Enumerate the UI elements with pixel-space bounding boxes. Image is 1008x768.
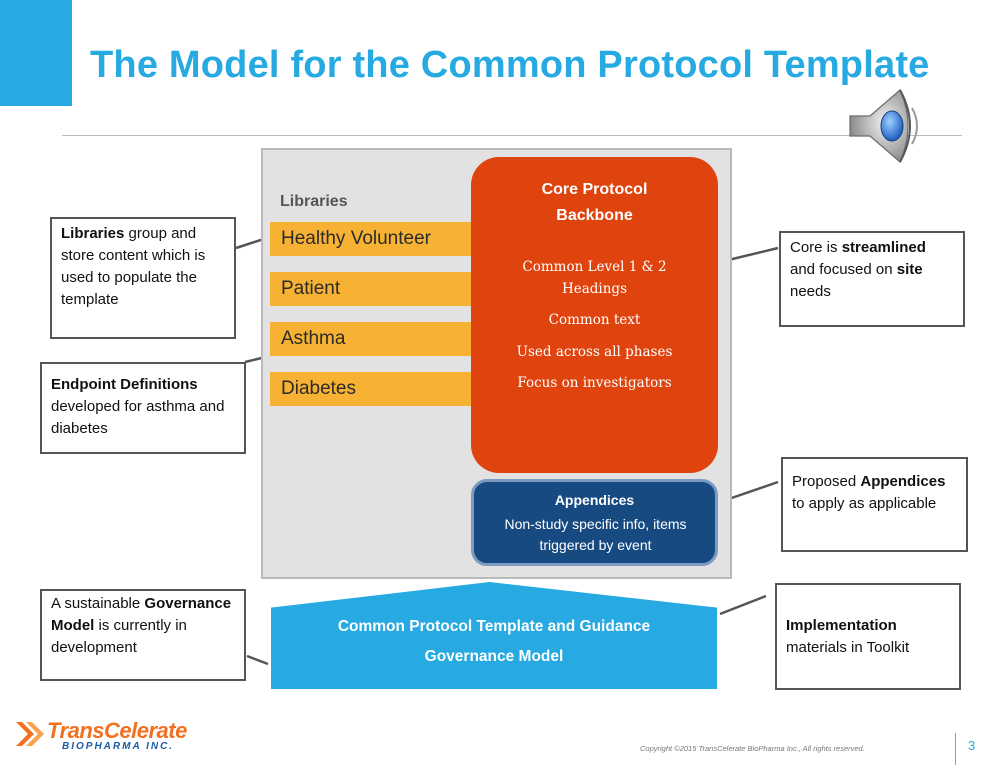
logo-subtitle: BIOPHARMA INC. — [62, 741, 175, 752]
appendices-text: Non-study specific info, items triggered… — [482, 514, 709, 556]
appendices-line1: Non-study specific info, items — [504, 516, 687, 532]
callout-core: Core is streamlined and focused on site … — [779, 231, 965, 327]
core-line-all-phases: Used across all phases — [516, 344, 673, 360]
core-line-headings-2: Headings — [561, 281, 628, 297]
callout-core-pre: Core is — [790, 239, 842, 256]
libraries-heading: Libraries — [280, 193, 348, 210]
callout-core-bold2: site — [896, 261, 923, 278]
callout-core-post: needs — [790, 283, 831, 300]
appendices-line2: triggered by event — [539, 537, 652, 553]
library-item-healthy-volunteer: Healthy Volunteer — [270, 222, 485, 256]
copyright-notice: Copyright ©2015 TransCelerate BioPharma … — [640, 744, 865, 753]
callout-governance: A sustainable Governance Model is curren… — [40, 589, 246, 681]
callout-libraries-text: group and store content which is used to… — [61, 225, 206, 308]
core-line-headings-1: Common Level 1 & 2 — [522, 259, 667, 275]
callout-implementation: Implementation materials in Toolkit — [775, 583, 961, 690]
callout-endpoint-text: developed for asthma and diabetes — [51, 398, 225, 437]
callout-appendices-pre: Proposed — [792, 473, 861, 490]
title-accent-block — [0, 0, 72, 106]
speaker-icon[interactable] — [848, 86, 930, 166]
governance-foundation — [271, 582, 717, 689]
foundation-line1: Common Protocol Template and Guidance — [337, 618, 651, 635]
callout-endpoint: Endpoint Definitions developed for asthm… — [40, 362, 246, 454]
callout-appendices: Proposed Appendices to apply as applicab… — [781, 457, 968, 552]
core-title: Core Protocol Backbone — [471, 177, 718, 229]
callout-libraries: Libraries group and store content which … — [50, 217, 236, 339]
callout-implementation-text: materials in Toolkit — [786, 639, 910, 656]
library-item-diabetes: Diabetes — [270, 372, 485, 406]
callout-appendices-text: to apply as applicable — [792, 495, 937, 512]
callout-implementation-bold: Implementation — [786, 617, 897, 634]
appendices-title: Appendices — [554, 492, 635, 508]
callout-governance-pre: A sustainable — [51, 595, 145, 612]
appendices-box: Appendices Non-study specific info, item… — [471, 479, 718, 566]
core-line-investigators: Focus on investigators — [517, 375, 672, 391]
callout-endpoint-bold: Endpoint Definitions — [51, 376, 198, 393]
library-item-asthma: Asthma — [270, 322, 485, 356]
callout-libraries-bold: Libraries — [61, 225, 125, 242]
core-title-line2: Backbone — [556, 207, 633, 224]
transcelerate-logo-icon — [14, 718, 46, 750]
page-number: 3 — [968, 738, 976, 753]
callout-core-bold1: streamlined — [841, 239, 926, 256]
callout-core-mid: and focused on — [790, 261, 897, 278]
title-divider — [62, 135, 962, 136]
core-protocol-backbone: Core Protocol Backbone Common Level 1 & … — [471, 157, 718, 473]
callout-governance-bold: Governance Model — [51, 595, 232, 634]
callout-governance-text: is currently in development — [51, 617, 187, 656]
core-title-line1: Core Protocol — [541, 181, 648, 198]
page-number-divider — [955, 733, 956, 765]
callout-appendices-bold: Appendices — [860, 473, 946, 490]
library-item-patient: Patient — [270, 272, 485, 306]
slide-title: The Model for the Common Protocol Templa… — [90, 44, 930, 86]
foundation-line2: Governance Model — [424, 648, 564, 665]
core-line-common-text: Common text — [548, 312, 641, 328]
logo-wordmark: TransCelerate — [47, 718, 187, 743]
